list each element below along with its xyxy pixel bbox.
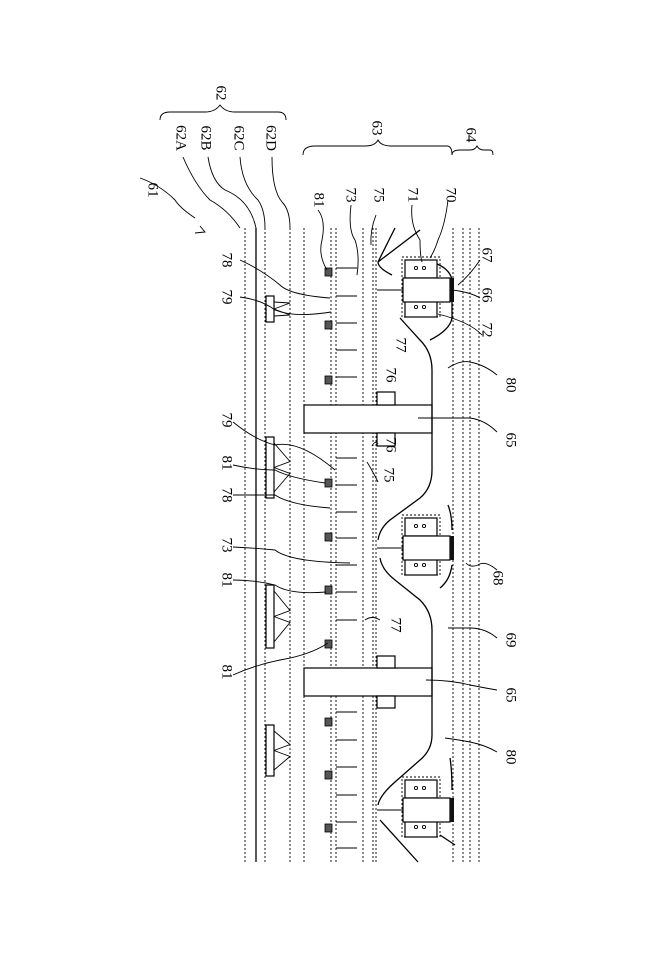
reference-label: 81 bbox=[219, 456, 235, 471]
reference-label: 81 bbox=[311, 193, 327, 208]
reference-label: 78 bbox=[219, 253, 235, 268]
reference-label: 76 bbox=[383, 368, 399, 384]
brace-64 bbox=[452, 146, 493, 155]
clamp-units bbox=[377, 257, 454, 837]
hatched-block bbox=[325, 376, 332, 384]
reference-label: 62C bbox=[231, 125, 247, 150]
reference-label: 75 bbox=[381, 468, 397, 483]
cover-pad bbox=[266, 725, 290, 776]
reference-label: 62D bbox=[263, 125, 279, 151]
reference-label: 61 bbox=[145, 183, 161, 198]
hatched-block bbox=[325, 479, 332, 487]
reference-label: 63 bbox=[369, 121, 385, 136]
hatched-block bbox=[325, 824, 332, 832]
hatched-block bbox=[325, 533, 332, 541]
reference-label: 81 bbox=[219, 573, 235, 588]
hatched-block bbox=[325, 718, 332, 726]
cover-pad bbox=[266, 585, 290, 648]
reference-label: 81 bbox=[219, 665, 235, 680]
reference-label: 77 bbox=[388, 618, 404, 634]
hatched-block bbox=[325, 586, 332, 594]
reference-label: 66 bbox=[479, 288, 495, 304]
reference-label: 62B bbox=[198, 125, 214, 150]
reference-label: 72 bbox=[479, 323, 495, 338]
brace-63 bbox=[303, 140, 452, 155]
hatched-block bbox=[325, 321, 332, 329]
cover-pad bbox=[266, 296, 290, 322]
reference-label: 69 bbox=[503, 633, 519, 648]
cover-pad bbox=[266, 437, 290, 498]
reference-label: 65 bbox=[503, 433, 519, 448]
reference-label: 79 bbox=[219, 290, 235, 305]
reference-label: 80 bbox=[503, 750, 519, 765]
reference-label: 80 bbox=[503, 378, 519, 393]
brace-62 bbox=[160, 105, 286, 120]
hatched-block bbox=[325, 771, 332, 779]
reference-label: 65 bbox=[503, 688, 519, 703]
reference-label: 78 bbox=[219, 488, 235, 503]
leader-lines bbox=[183, 157, 497, 752]
reference-label: 73 bbox=[343, 188, 359, 203]
cross-member-upper bbox=[304, 392, 432, 446]
reference-label: 79 bbox=[219, 413, 235, 428]
reference-label: 73 bbox=[219, 538, 235, 553]
arm-71-line bbox=[378, 230, 420, 262]
reference-label: 67 bbox=[479, 248, 495, 264]
clamp-unit bbox=[377, 777, 454, 837]
clamp-unit bbox=[377, 515, 454, 575]
reference-label: 70 bbox=[443, 188, 459, 203]
reference-label: 75 bbox=[371, 188, 387, 203]
reference-label: 71 bbox=[405, 188, 421, 203]
reference-label: 62 bbox=[213, 86, 229, 101]
clamp-unit bbox=[377, 257, 454, 317]
cover-pads bbox=[266, 296, 290, 776]
reference-label: 62A bbox=[173, 125, 189, 151]
cross-member-lower bbox=[304, 656, 432, 708]
reference-label: 76 bbox=[383, 438, 399, 454]
rail-ticks bbox=[336, 268, 357, 848]
base-layer-lines bbox=[453, 228, 479, 862]
reference-label: 77 bbox=[393, 338, 409, 354]
reference-label: 64 bbox=[463, 128, 479, 144]
reference-label: 68 bbox=[490, 571, 506, 586]
